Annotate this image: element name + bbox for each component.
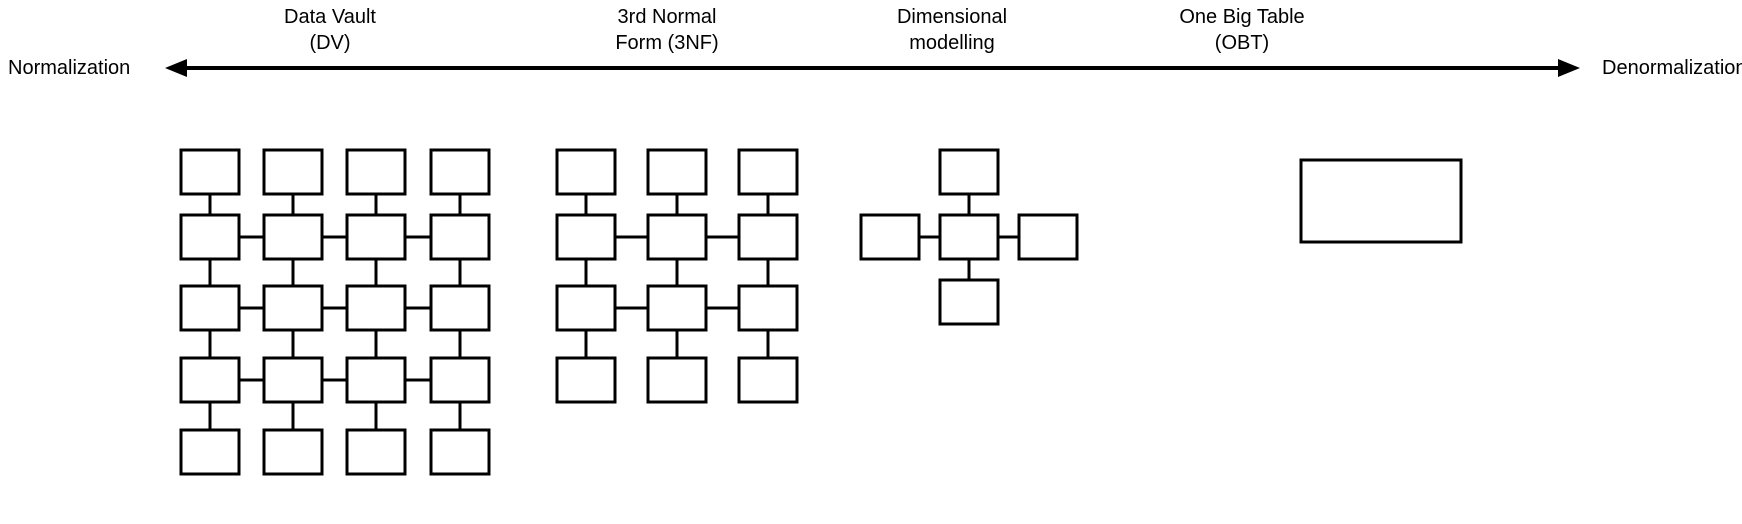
- fact-table-box: [938, 213, 1000, 261]
- entity-box: [555, 148, 617, 196]
- arrow-head-left-icon: [165, 59, 187, 77]
- entity-box: [737, 284, 799, 332]
- axis-label-left: Normalization: [8, 57, 131, 79]
- entity-box: [737, 213, 799, 261]
- entity-box: [646, 213, 708, 261]
- dimension-box-down: [938, 278, 1000, 326]
- entity-box: [262, 356, 324, 404]
- stage-label-data-vault: Data Vault (DV): [284, 6, 376, 54]
- dimension-box-left: [859, 213, 921, 261]
- entity-box: [345, 428, 407, 476]
- entity-box: [179, 213, 241, 261]
- entity-box: [646, 356, 708, 404]
- dimension-box-up: [938, 148, 1000, 196]
- entity-box: [179, 356, 241, 404]
- dimension-box-right: [1017, 213, 1079, 261]
- entity-box: [555, 356, 617, 404]
- normalization-axis: [165, 59, 1580, 77]
- one-big-table-cluster: [1299, 158, 1463, 244]
- entity-box: [262, 284, 324, 332]
- arrow-head-right-icon: [1558, 59, 1580, 77]
- one-big-table-box: [1299, 158, 1463, 244]
- entity-box: [429, 428, 491, 476]
- entity-boxes-group: [179, 148, 1463, 476]
- stage-label-one-big-table: One Big Table (OBT): [1179, 6, 1305, 54]
- entity-box: [555, 213, 617, 261]
- entity-box: [737, 148, 799, 196]
- entity-box: [345, 356, 407, 404]
- entity-box: [429, 148, 491, 196]
- stage-label-dimensional-modelling: Dimensional modelling: [896, 6, 1008, 54]
- entity-box: [345, 148, 407, 196]
- dimensional-star-cluster: [859, 148, 1079, 326]
- entity-box: [179, 148, 241, 196]
- data-vault-cluster: [179, 148, 491, 476]
- entity-box: [646, 284, 708, 332]
- entity-box: [555, 284, 617, 332]
- entity-box: [262, 428, 324, 476]
- entity-box: [429, 284, 491, 332]
- third-normal-form-cluster: [555, 148, 799, 404]
- stage-label-third-normal-form: 3rd Normal Form (3NF): [615, 6, 719, 54]
- entity-box: [429, 356, 491, 404]
- entity-box: [179, 284, 241, 332]
- entity-box: [737, 356, 799, 404]
- entity-box: [262, 148, 324, 196]
- entity-box: [345, 284, 407, 332]
- entity-box: [345, 213, 407, 261]
- entity-box: [262, 213, 324, 261]
- entity-box: [429, 213, 491, 261]
- entity-box: [179, 428, 241, 476]
- axis-label-right: Denormalization: [1602, 57, 1742, 79]
- entity-box: [646, 148, 708, 196]
